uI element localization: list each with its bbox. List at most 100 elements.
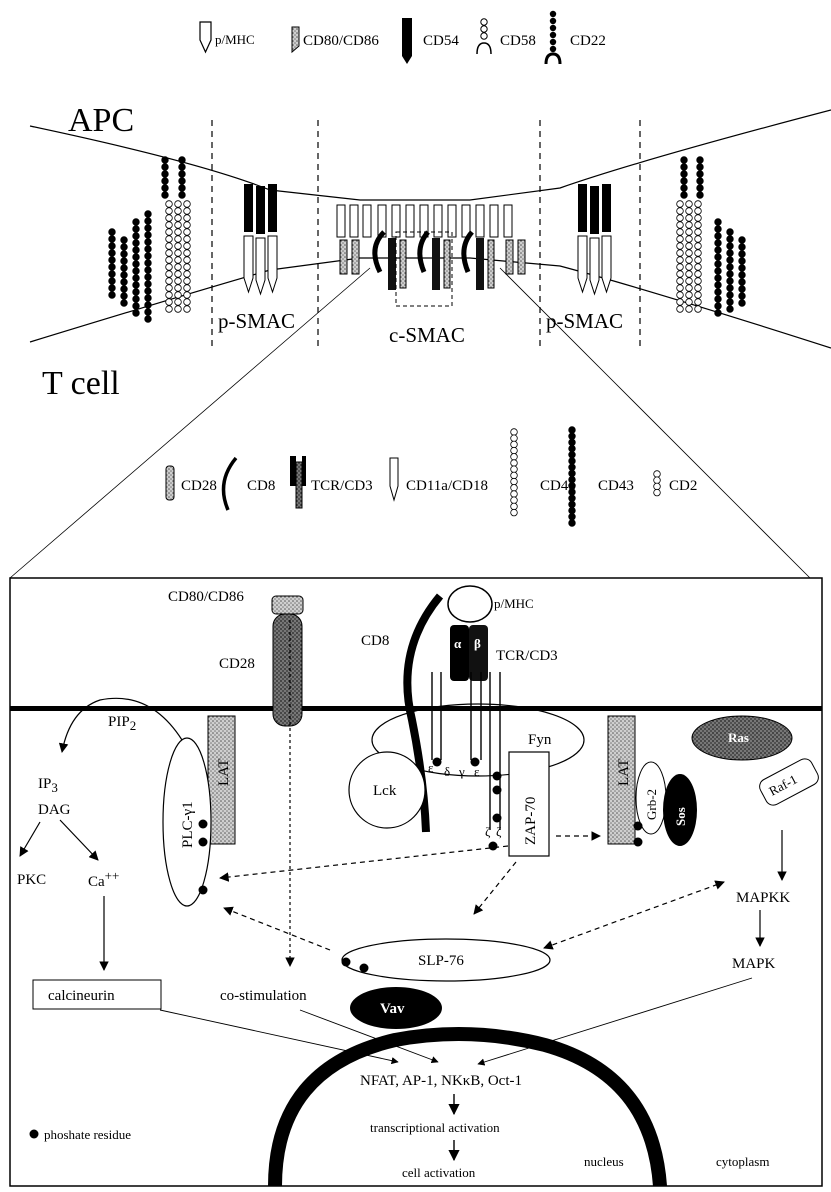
cd43-bead <box>727 285 734 292</box>
cd43-bead <box>715 247 722 254</box>
legend-pmhc: p/MHC <box>215 32 255 47</box>
legend-cd54: CD54 <box>423 33 459 49</box>
cd45-bead <box>184 208 191 215</box>
cd45-legend-bead <box>511 429 518 436</box>
cd22-bead <box>162 185 169 192</box>
phosphate-legend-label: phoshate residue <box>44 1127 131 1142</box>
cd45-bead <box>695 229 702 236</box>
cd58-cd2-bead <box>677 278 684 285</box>
psmac-left-label: p-SMAC <box>218 309 295 333</box>
cd22-bead <box>697 185 704 192</box>
cd43-bead <box>133 275 140 282</box>
immunological-synapse: APC T cell p-SMAC c-SMAC p-SMAC <box>10 102 831 578</box>
cd43-bead <box>715 310 722 317</box>
cd58-cd2-bead <box>166 257 173 264</box>
cd28 <box>273 614 302 726</box>
cd43-bead <box>739 244 746 251</box>
cd22-bead <box>179 164 186 171</box>
vav-label: Vav <box>380 1001 405 1017</box>
cd43-bead <box>145 260 152 267</box>
cd43-bead <box>109 271 116 278</box>
cd43-legend-bead <box>569 514 576 521</box>
cd43-bead <box>109 285 116 292</box>
cd58-cd2-bead <box>686 222 693 229</box>
cd43-bead <box>739 300 746 307</box>
dag-label: DAG <box>38 802 71 818</box>
cd22-bead <box>697 164 704 171</box>
pmhc-legend-icon <box>200 22 211 52</box>
cd43-bead <box>715 282 722 289</box>
cd45-bead <box>695 257 702 264</box>
cd58-cd2-bead <box>166 278 173 285</box>
cd22-bead <box>681 157 688 164</box>
cd43-bead <box>739 293 746 300</box>
cd43-legend-bead <box>569 427 576 434</box>
cd22-bead <box>179 192 186 199</box>
cd58-cd2-bead <box>166 271 173 278</box>
legend-cd8: CD8 <box>247 478 275 494</box>
cd43-bead <box>121 293 128 300</box>
pkc-label: PKC <box>17 872 46 888</box>
cd43-legend-bead <box>569 507 576 514</box>
cd58-cd2-bead <box>166 306 173 313</box>
cd43-bead <box>121 258 128 265</box>
cd43-bead <box>145 239 152 246</box>
cd58-cd2-bead <box>166 222 173 229</box>
cd43-bead <box>133 303 140 310</box>
cd58-cd2-bead <box>166 236 173 243</box>
cd45-legend-bead <box>511 472 518 479</box>
nucleus-label: nucleus <box>584 1154 624 1169</box>
zeta-label-1: ζ <box>485 824 491 839</box>
cd45-bead <box>184 201 191 208</box>
cd58-cd2-bead <box>686 236 693 243</box>
distal-right-molecules <box>677 157 746 317</box>
cd22-bead <box>162 171 169 178</box>
cd43-bead <box>145 309 152 316</box>
cd43-bead <box>715 233 722 240</box>
tcr-cd3-legend-icon <box>290 456 306 508</box>
cd43-bead <box>133 226 140 233</box>
costim-label: co-stimulation <box>220 988 307 1004</box>
cd58-cd2-bead <box>175 201 182 208</box>
cd43-bead <box>715 261 722 268</box>
sos-label: Sos <box>673 807 688 826</box>
cd58-cd2-bead <box>166 215 173 222</box>
cd43-legend-bead <box>569 495 576 502</box>
tcell-label: T cell <box>42 365 120 402</box>
cd45-legend-icon <box>511 429 518 516</box>
zeta-label-2: ζ <box>496 824 502 839</box>
cd58-cd2-bead <box>677 292 684 299</box>
cd43-bead <box>133 289 140 296</box>
cd43-bead <box>727 278 734 285</box>
cd43-legend-bead <box>569 483 576 490</box>
cd58-cd2-bead <box>175 278 182 285</box>
cd45-bead <box>184 278 191 285</box>
cd22-bead <box>179 185 186 192</box>
cd58-cd2-bead <box>686 243 693 250</box>
cd58-cd2-bead <box>677 250 684 257</box>
legend-cd2: CD2 <box>669 478 697 494</box>
cd43-bead <box>715 240 722 247</box>
cd45-legend-bead <box>511 435 518 442</box>
cd45-bead <box>184 215 191 222</box>
cd43-bead <box>145 295 152 302</box>
cd43-bead <box>727 250 734 257</box>
cd43-bead <box>145 288 152 295</box>
cd43-bead <box>727 257 734 264</box>
cd58-cd2-bead <box>677 236 684 243</box>
cd43-bead <box>133 233 140 240</box>
cd22-bead <box>162 192 169 199</box>
cd43-bead <box>121 237 128 244</box>
cytoplasm-label: cytoplasm <box>716 1154 769 1169</box>
psmac-right-label: p-SMAC <box>546 309 623 333</box>
cd58-cd2-bead <box>677 264 684 271</box>
cd45-legend-bead <box>511 441 518 448</box>
cd45-bead <box>695 285 702 292</box>
cd58-cd2-bead <box>175 271 182 278</box>
cd43-bead <box>145 218 152 225</box>
cd43-legend-bead <box>569 433 576 440</box>
cd22-bead <box>697 171 704 178</box>
cd43-bead <box>133 247 140 254</box>
cd43-bead <box>109 292 116 299</box>
lat-left-label: LAT <box>216 759 232 787</box>
